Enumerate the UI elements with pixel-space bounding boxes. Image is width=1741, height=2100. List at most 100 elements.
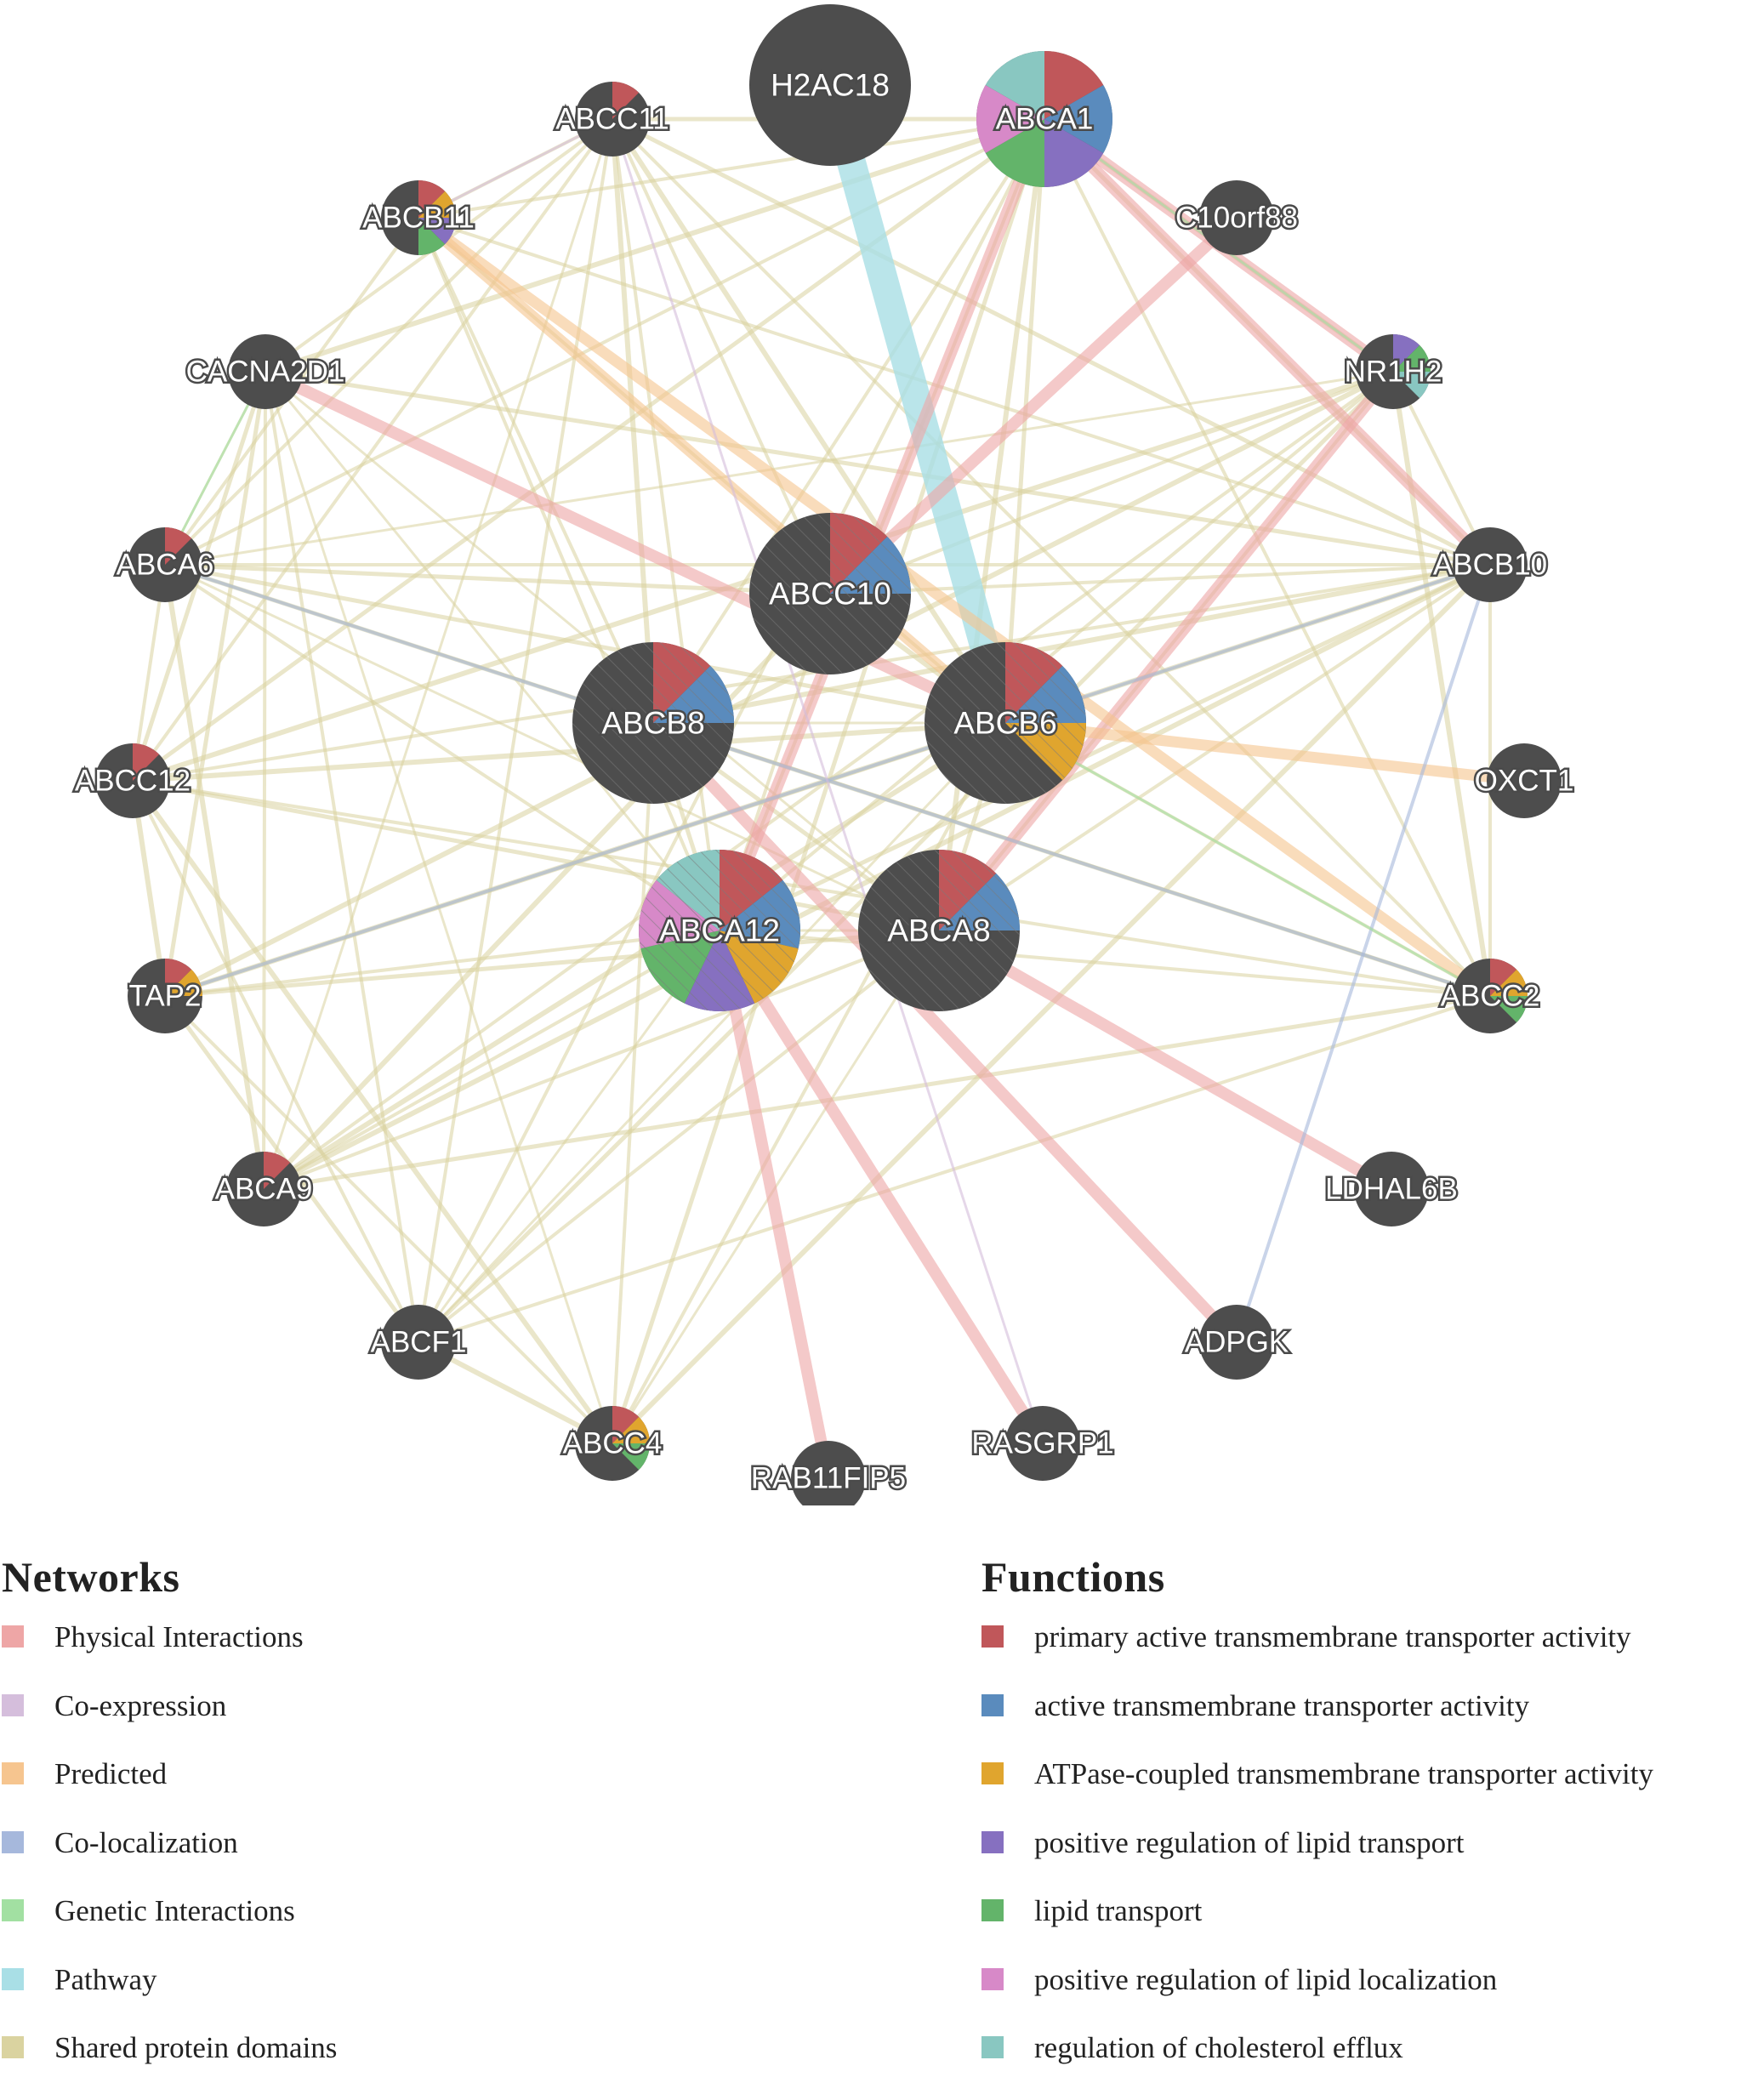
node-label: C10orf88 [1175,202,1298,235]
edge-abcb6-oxct1 [1004,717,1525,787]
shared-domain-edge [263,993,1491,1192]
node-circle [1487,743,1562,818]
gene-node-nr1h2[interactable]: NR1H2 [1342,333,1444,409]
shared-domain-edge [1043,118,1492,997]
shared-domain-edge [262,562,1492,1192]
shared-domain-edge [163,994,614,1445]
shared-domain-edge [610,562,1493,1446]
node-circle [791,1441,866,1505]
legend-item-shared-protein-domains[interactable]: Shared protein domains [2,2031,337,2100]
gene-node-cacna2d1[interactable]: CACNA2D1 [184,334,347,409]
function-slice-lipid-transport [1490,996,1528,1023]
query-gene-hatch [572,642,734,804]
gene-node-abcb8[interactable]: ABCB8 [572,642,734,804]
swatch-pos-reg-lipid-localization [981,1967,1004,1990]
legend-item-predicted[interactable]: Predicted [2,1757,337,1826]
gene-node-abca1[interactable]: ABCA1 [976,51,1112,187]
shared-domain-edge [164,370,1394,566]
node-circle [1199,180,1274,255]
gene-node-abcc12[interactable]: ABCC12 [72,743,193,818]
legend-label: ATPase-coupled transmembrane transporter… [1034,1757,1653,1790]
legend-item-atpase-transport[interactable]: ATPase-coupled transmembrane transporter… [981,1757,1653,1826]
gene-node-oxct1[interactable]: OXCT1 [1472,743,1576,818]
legend-item-pos-reg-lipid-localization[interactable]: positive regulation of lipid localizatio… [981,1963,1653,2032]
swatch-atpase-transport [981,1762,1004,1784]
gene-node-abcf1[interactable]: ABCF1 [368,1305,469,1380]
legend-item-pos-reg-lipid-transport[interactable]: positive regulation of lipid transport [981,1826,1653,1895]
functions-legend-title: Functions [981,1553,1165,1601]
node-label: ABCF1 [371,1326,467,1359]
gene-node-c10orf88[interactable]: C10orf88 [1174,180,1300,255]
node-circle [1005,1406,1080,1481]
swatch-physical-interactions [2,1625,24,1648]
node-label: ABCC11 [555,103,669,136]
edges-shared-protein-domains [130,117,1493,1446]
node-label: LDHAL6B [1325,1173,1458,1206]
gene-node-rab11fip5[interactable]: RAB11FIP5 [748,1441,908,1505]
gene-node-abca8[interactable]: ABCA8 [858,850,1020,1011]
function-slice-active [1044,85,1112,153]
legend-item-physical-interactions[interactable]: Physical Interactions [2,1620,337,1689]
legend-item-co-expression[interactable]: Co-expression [2,1689,337,1758]
shared-domain-edge [611,118,832,595]
gene-node-h2ac18[interactable]: H2AC18 [749,4,911,166]
node-label: ABCC2 [1441,980,1540,1013]
node-label: ABCC4 [563,1427,663,1460]
legend-item-co-localization[interactable]: Co-localization [2,1826,337,1895]
query-gene-hatch [858,850,1020,1011]
node-label: ABCC10 [769,577,891,612]
legend-item-pathway[interactable]: Pathway [2,1963,337,2032]
edge-abca1-abcb10 [1040,115,1494,569]
legend-item-genetic-interactions[interactable]: Genetic Interactions [2,1894,337,1963]
gene-node-tap2[interactable]: TAP2 [127,959,203,1033]
legend-label: Shared protein domains [54,2031,338,2064]
gene-node-abca12[interactable]: ABCA12 [639,850,801,1011]
function-slice-atpase [1490,969,1528,996]
gene-node-abcb11[interactable]: ABCB11 [361,180,476,255]
shared-domain-edge [164,928,940,999]
shared-domain-edge [829,563,1491,595]
node-label: CACNA2D1 [186,356,345,389]
shared-domain-edge [162,371,268,997]
gene-node-abcc2[interactable]: ABCC2 [1438,959,1542,1033]
function-slice-lipid-transport [612,1443,650,1471]
shared-domain-edge [131,117,614,783]
shared-domain-edge [718,562,1492,933]
gene-node-adpgk[interactable]: ADPGK [1182,1305,1291,1380]
gene-node-abca6[interactable]: ABCA6 [114,527,216,602]
legend-item-cholesterol-efflux[interactable]: regulation of cholesterol efflux [981,2031,1653,2100]
shared-domain-edge [417,929,941,1344]
gene-node-abca9[interactable]: ABCA9 [213,1152,315,1226]
shared-domain-edge [610,117,1008,725]
shared-domain-edge [164,929,720,998]
legend-item-lipid-transport[interactable]: lipid transport [981,1894,1653,1963]
legend-item-primary-active-transport[interactable]: primary active transmembrane transporter… [981,1620,1653,1689]
node-label: ABCA6 [117,549,214,582]
gene-node-abcc4[interactable]: ABCC4 [560,1406,664,1481]
legend-label: Co-expression [54,1688,227,1722]
function-slice-lipid-transport [1393,344,1431,372]
node-circle [749,4,911,166]
function-slice-primary [1044,51,1104,119]
node-label: ABCA12 [659,913,780,948]
gene-node-rasgrp1[interactable]: RASGRP1 [970,1406,1116,1481]
gene-node-abcb10[interactable]: ABCB10 [1431,527,1550,602]
edge-abcb11-abcb6 [414,213,1010,727]
gene-node-ldhal6b[interactable]: LDHAL6B [1323,1152,1459,1226]
shared-domain-edge [131,117,1046,783]
node-label: RASGRP1 [971,1427,1113,1460]
node-circle [1354,1152,1429,1226]
gene-node-abcb6[interactable]: ABCB6 [925,642,1086,804]
function-slice-atpase [612,1416,650,1443]
gene-node-abcc11[interactable]: ABCC11 [554,82,671,157]
networks-legend: Networks Physical Interactions Co-expres… [2,1552,337,2100]
legend-label: regulation of cholesterol efflux [1034,2031,1403,2064]
node-label: OXCT1 [1475,765,1574,798]
legend-label: active transmembrane transporter activit… [1034,1688,1530,1722]
legend-item-active-transport[interactable]: active transmembrane transporter activit… [981,1689,1653,1758]
node-circle [1453,527,1528,602]
gene-node-abcc10[interactable]: ABCC10 [749,513,911,674]
shared-domain-edge [163,563,721,932]
